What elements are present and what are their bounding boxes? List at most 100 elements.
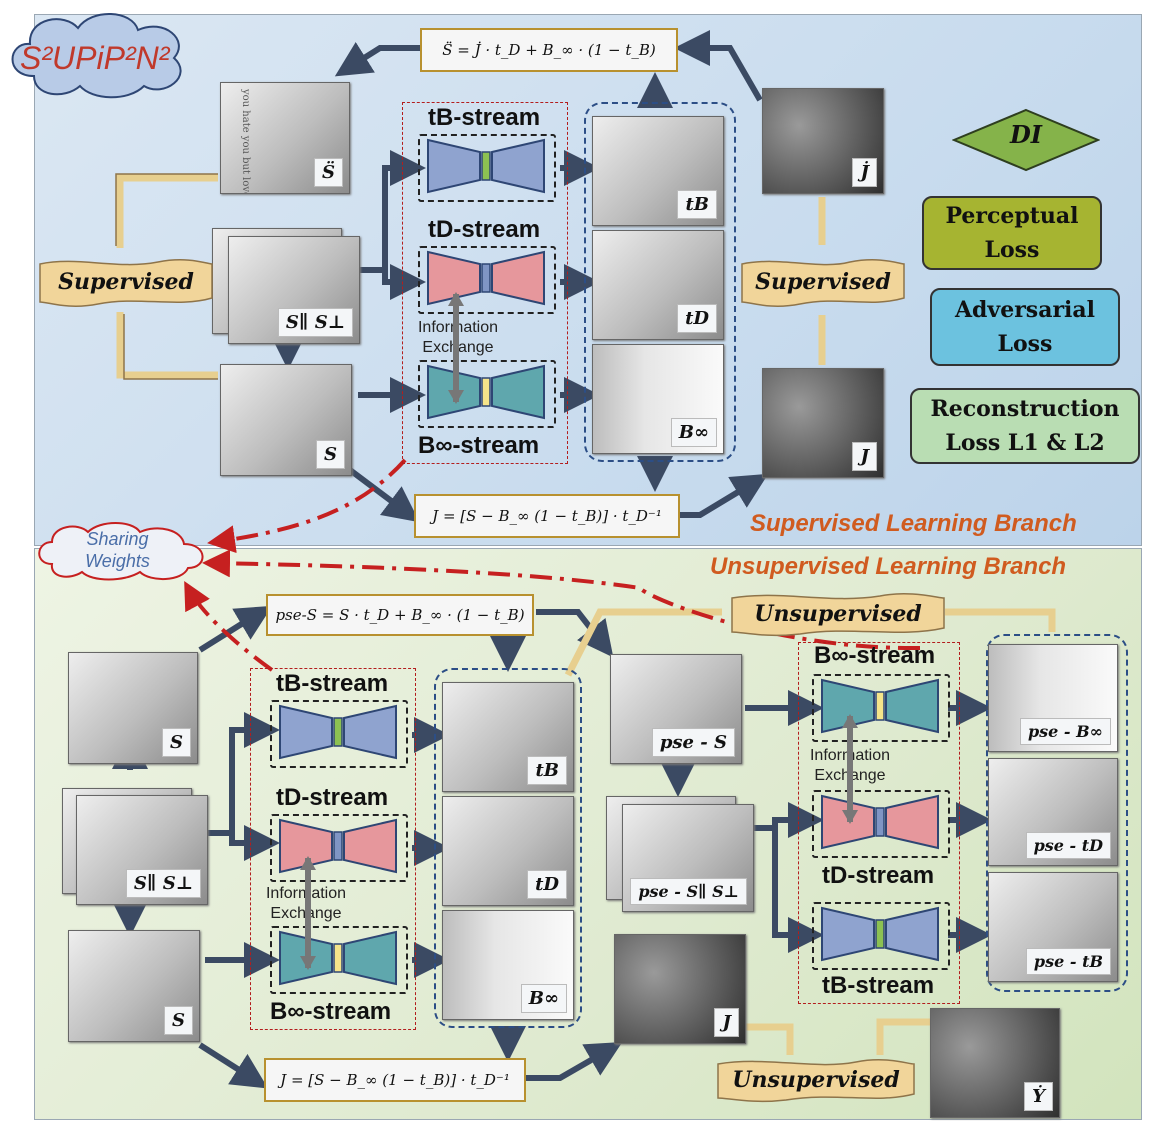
j-image-top: J [762, 368, 884, 478]
tb-stream-bottom [270, 700, 408, 768]
s-label-top: S [316, 440, 345, 469]
supervised-banner-right: Supervised [755, 269, 891, 295]
adversarial-line-2: Loss [997, 331, 1053, 357]
s-pair-image: S∥ S⊥ [228, 236, 360, 344]
binf-stream-right [812, 674, 950, 742]
td-encoder-decoder-right-icon [821, 794, 939, 850]
s-pair-image-bottom: S∥ S⊥ [76, 795, 208, 905]
unsupervised-banner-bottom-icon [717, 1059, 915, 1103]
unsupervised-banner-top-icon [731, 593, 945, 637]
binf-stream-title-right: B∞-stream [814, 642, 936, 669]
binf-stream-title-bottom: B∞-stream [270, 998, 392, 1025]
binf-encoder-decoder-right-icon [821, 678, 939, 734]
binf-stream-top [418, 360, 556, 428]
s-ddot-image: you hate you but love S̈ [220, 82, 350, 194]
tb-stream-title-right: tB-stream [822, 972, 935, 999]
pse-tb-image: pse - tB [988, 872, 1118, 982]
reconstruction-line-1: Reconstruction [930, 396, 1120, 422]
sharing-line-1: Sharing [86, 529, 149, 549]
tb-label-bottom: tB [527, 756, 567, 785]
s-label-bottom-2: S [164, 1006, 193, 1035]
perceptual-line-2: Loss [984, 237, 1040, 263]
s-pair-label: S∥ S⊥ [277, 308, 353, 337]
td-stream-title-right: tD-stream [822, 862, 935, 889]
unsupervised-banner-bottom: Unsupervised [732, 1067, 900, 1093]
tb-stream-top [418, 134, 556, 202]
j-dot-image: J̇ [762, 88, 884, 194]
td-stream-bottom [270, 814, 408, 882]
output-group-top [584, 102, 736, 462]
sharing-weights-label: Sharing Weights [60, 528, 175, 572]
j-label-bottom: J [714, 1008, 739, 1037]
logo-text: S²UPiP²N² [20, 40, 170, 76]
output-group-right [986, 634, 1128, 992]
supervised-banner-left-icon [39, 259, 213, 307]
adversarial-line-1: Adversarial [954, 297, 1096, 323]
stream-group-right [798, 642, 960, 1004]
s-image-bottom-1: S [68, 652, 198, 764]
pse-tb-label: pse - tB [1025, 948, 1111, 975]
binf-stream-bottom [270, 926, 408, 994]
unsupervised-branch-label: Unsupervised Learning Branch [710, 553, 1067, 580]
pse-equation: pse-S = S · t_D + B_∞ · (1 − t_B) [266, 594, 534, 636]
recover-equation-top: J = [S − B_∞ (1 − t_B)] · t_D⁻¹ [414, 494, 680, 538]
pse-binf-image: pse - B∞ [988, 644, 1118, 752]
output-group-bottom-left [434, 668, 582, 1028]
td-encoder-decoder-icon [427, 250, 545, 306]
td-stream-right [812, 790, 950, 858]
td-label-bottom: tD [527, 870, 567, 899]
binf-label-bottom: B∞ [520, 984, 567, 1013]
tb-encoder-decoder-icon [427, 138, 545, 194]
discriminator-icon [952, 108, 1100, 172]
td-stream-top [418, 246, 556, 314]
s-image-top: S [220, 364, 352, 476]
pse-binf-label: pse - B∞ [1019, 718, 1111, 745]
binf-encoder-decoder-icon [427, 364, 545, 420]
td-label-top: tD [677, 304, 717, 333]
s-pair-label-bottom: S∥ S⊥ [125, 869, 201, 898]
td-encoder-decoder-bottom-icon [279, 818, 397, 874]
unsupervised-banner-top: Unsupervised [754, 601, 922, 627]
s-image-bottom-2: S [68, 930, 200, 1042]
pse-s-pair-image: pse - S∥ S⊥ [622, 804, 754, 912]
reconstruction-line-2: Loss L1 & L2 [945, 430, 1105, 456]
binf-image-top: B∞ [592, 344, 724, 454]
discriminator-label: DI [1009, 120, 1043, 149]
tb-image-bottom: tB [442, 682, 574, 792]
tb-label-top: tB [677, 190, 717, 219]
j-dot-label: J̇ [852, 158, 877, 187]
logo-cloud-icon [11, 13, 182, 99]
pse-s-label: pse - S [651, 728, 735, 757]
binf-label-top: B∞ [670, 418, 717, 447]
supervised-banner-left: Supervised [58, 269, 194, 295]
j-label-top: J [852, 442, 877, 471]
tb-stream-title-bottom: tB-stream [276, 670, 389, 697]
render-equation: S̈ = J̇ · t_D + B_∞ · (1 − t_B) [420, 28, 678, 72]
pse-s-pair-label: pse - S∥ S⊥ [630, 878, 747, 905]
td-stream-title-bottom: tD-stream [276, 784, 389, 811]
perceptual-line-1: Perceptual [945, 203, 1079, 229]
s-ddot-label: S̈ [314, 158, 343, 187]
info-exchange-arrow-icon [448, 292, 464, 404]
binf-stream-title-top: B∞-stream [418, 432, 540, 459]
y-dot-image: Ẏ [930, 1008, 1060, 1118]
td-stream-title-top: tD-stream [428, 216, 541, 243]
tb-encoder-decoder-right-icon [821, 906, 939, 962]
y-dot-label: Ẏ [1024, 1082, 1053, 1111]
stream-group-top [402, 102, 568, 464]
binf-image-bottom: B∞ [442, 910, 574, 1020]
image-text: you hate you but love [240, 89, 251, 194]
stream-group-bottom [250, 668, 416, 1030]
supervised-banner-right-icon [741, 259, 905, 307]
info-exchange-arrow-right-icon [842, 714, 858, 824]
binf-encoder-decoder-bottom-icon [279, 930, 397, 986]
tb-encoder-decoder-bottom-icon [279, 704, 397, 760]
pse-s-image: pse - S [610, 654, 742, 764]
pse-td-image: pse - tD [988, 758, 1118, 866]
tb-image-top: tB [592, 116, 724, 226]
pse-td-label: pse - tD [1025, 832, 1111, 859]
tan-arrows [116, 174, 1056, 1055]
